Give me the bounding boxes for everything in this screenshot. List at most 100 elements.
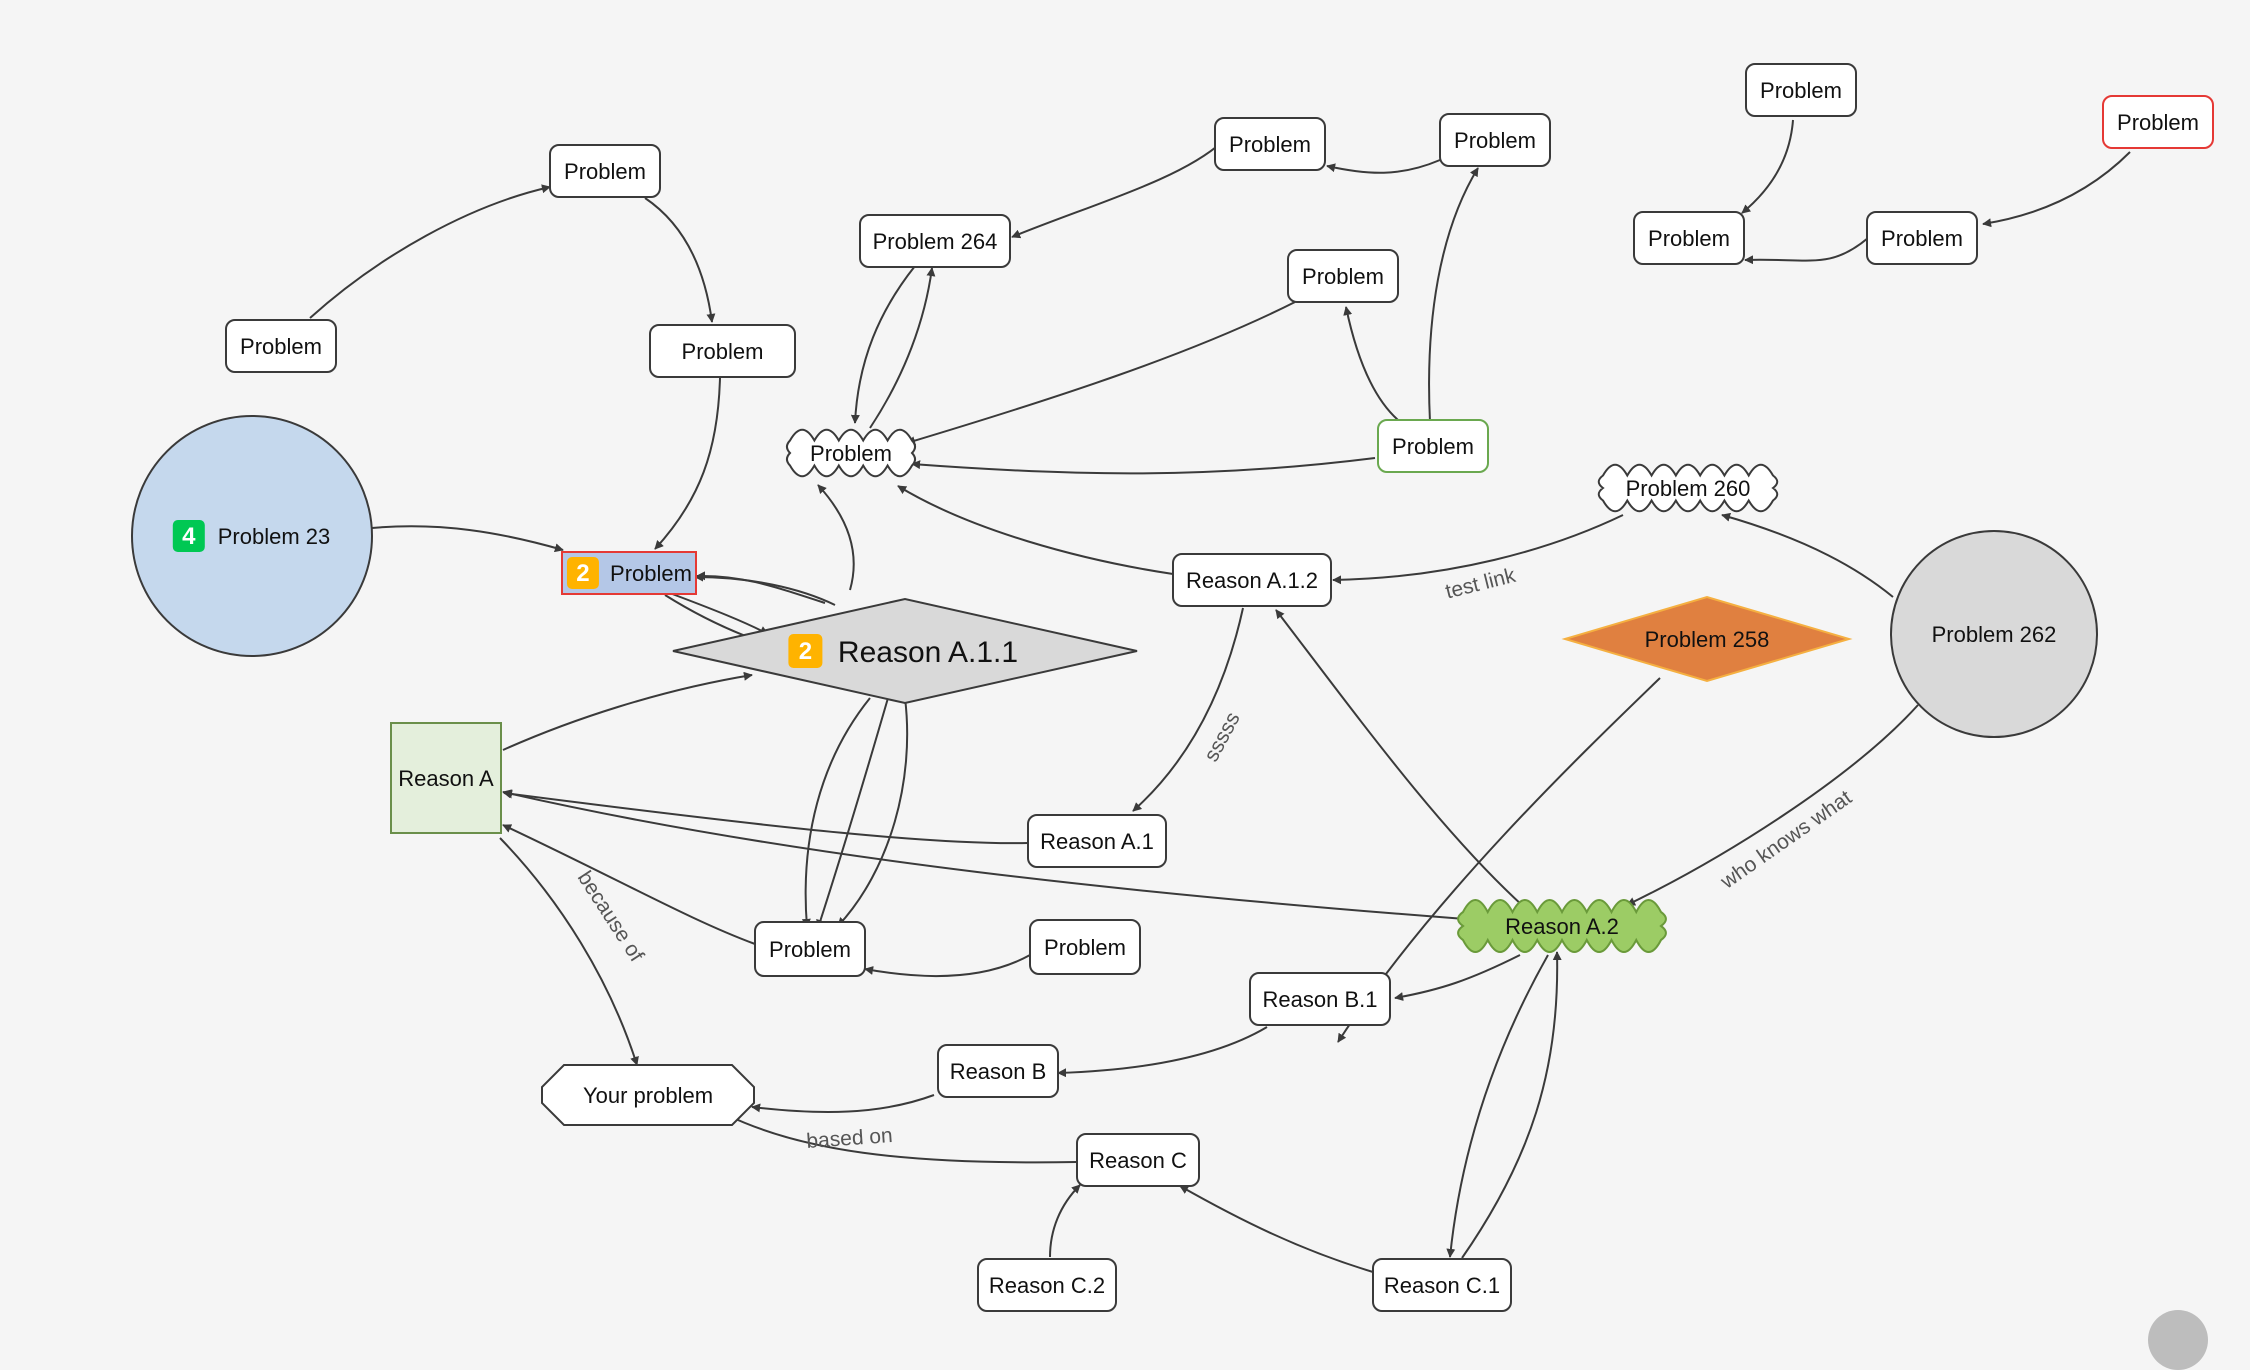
connection[interactable] — [1982, 151, 2131, 228]
node-label: Problem — [1302, 264, 1384, 289]
node-square[interactable]: Reason A — [390, 722, 502, 834]
node-rect[interactable]: Problem 264 — [859, 214, 1011, 268]
connection[interactable] — [1275, 609, 1524, 907]
connection[interactable] — [1011, 141, 1223, 239]
node-shape — [649, 324, 796, 378]
connection[interactable] — [869, 267, 936, 429]
node-shape — [390, 722, 502, 834]
node-rect[interactable]: Reason B.1 — [1249, 972, 1391, 1026]
node-shape — [754, 921, 866, 977]
node-label: Problem — [769, 937, 851, 962]
connection[interactable] — [1179, 1185, 1374, 1273]
connection[interactable] — [371, 525, 564, 553]
connection[interactable] — [644, 197, 716, 323]
node-rect[interactable]: Problem — [1439, 113, 1551, 167]
connection[interactable] — [897, 485, 1174, 575]
connection[interactable] — [817, 484, 855, 591]
connection[interactable] — [502, 824, 756, 945]
node-label: Problem 260 — [1626, 476, 1751, 501]
node-label: Problem — [2117, 110, 2199, 135]
node-rect[interactable]: Problem — [1866, 211, 1978, 265]
node-rect[interactable]: Reason B — [937, 1044, 1059, 1098]
node-rect[interactable]: Reason C.2 — [977, 1258, 1117, 1312]
node-label: Problem 262 — [1932, 622, 2057, 647]
connection[interactable] — [502, 671, 753, 751]
node-label: Problem — [1392, 434, 1474, 459]
node-rect[interactable]: Reason A.1.2 — [1172, 553, 1332, 607]
connection[interactable] — [801, 697, 871, 928]
connection[interactable] — [1343, 306, 1399, 421]
connection[interactable] — [1446, 954, 1549, 1258]
connection[interactable] — [1057, 1026, 1268, 1078]
connection[interactable] — [850, 265, 916, 424]
connection[interactable] — [502, 789, 1466, 920]
connections — [309, 119, 2131, 1273]
node-rect[interactable]: Reason C — [1076, 1133, 1200, 1187]
badge-count: 2 — [799, 638, 812, 665]
node-cloud[interactable]: Problem — [785, 428, 917, 478]
node-rect[interactable]: Problem — [754, 921, 866, 977]
connection[interactable] — [1626, 704, 1919, 906]
node-rect[interactable]: Problem — [1287, 249, 1399, 303]
connection[interactable] — [1332, 514, 1624, 585]
node-rect[interactable]: Problem — [2102, 95, 2214, 149]
scroll-handle[interactable] — [2148, 1310, 2208, 1370]
connection[interactable] — [726, 1114, 1078, 1164]
node-shape — [1633, 211, 1745, 265]
node-shape — [1029, 919, 1141, 975]
node-rect[interactable]: Problem — [225, 319, 337, 373]
connection[interactable] — [1741, 119, 1794, 214]
connection[interactable] — [666, 591, 769, 635]
connection[interactable] — [503, 789, 1029, 845]
connection[interactable] — [1394, 954, 1521, 1002]
node-shape — [977, 1258, 1117, 1312]
connection[interactable] — [911, 457, 1376, 475]
node-rect[interactable]: Problem — [549, 144, 661, 198]
connection[interactable] — [1326, 159, 1441, 174]
connection[interactable] — [1721, 512, 1894, 598]
connection[interactable] — [1132, 607, 1244, 812]
connection[interactable] — [1428, 167, 1479, 423]
node-shape — [1214, 117, 1326, 171]
connection[interactable] — [1461, 951, 1562, 1259]
node-cloud[interactable]: Problem 260 — [1597, 463, 1779, 513]
connection[interactable] — [309, 184, 551, 319]
connection[interactable] — [1049, 1184, 1081, 1258]
node-rect[interactable]: Reason C.1 — [1372, 1258, 1512, 1312]
connection[interactable] — [751, 1094, 935, 1113]
node-rect[interactable]: Problem — [1633, 211, 1745, 265]
node-label: Reason A.2 — [1505, 914, 1619, 939]
connection[interactable] — [906, 301, 1296, 445]
node-label: Problem — [810, 441, 892, 466]
node-label: Problem — [610, 561, 692, 586]
node-shape — [1076, 1133, 1200, 1187]
node-rect[interactable]: Problem — [1377, 419, 1489, 473]
connection[interactable] — [1744, 237, 1869, 265]
node-shape — [541, 1064, 755, 1126]
node-octagon[interactable]: Your problem — [541, 1064, 755, 1126]
connection[interactable] — [654, 377, 721, 550]
connection[interactable] — [696, 571, 826, 604]
connection[interactable] — [837, 697, 909, 927]
node-circle[interactable]: Problem 262 — [1890, 530, 2098, 738]
badge: 4 — [172, 520, 205, 552]
connection[interactable] — [816, 697, 889, 929]
node-rect[interactable]: Problem — [1029, 919, 1141, 975]
node-rect[interactable]: Problem — [649, 324, 796, 378]
edge-label-because-of: because of — [573, 867, 648, 966]
node-shape — [1457, 898, 1667, 954]
node-diamond[interactable]: Problem 258 — [1561, 595, 1853, 683]
connection[interactable] — [694, 572, 836, 606]
node-rect[interactable]: Problem — [1214, 117, 1326, 171]
node-rect[interactable]: Problem — [1745, 63, 1857, 117]
connection[interactable] — [499, 837, 639, 1066]
node-shape — [1287, 249, 1399, 303]
connection[interactable] — [864, 954, 1031, 977]
node-cloud[interactable]: Reason A.2 — [1457, 898, 1667, 954]
node-rect[interactable]: Reason A.1 — [1027, 814, 1167, 868]
